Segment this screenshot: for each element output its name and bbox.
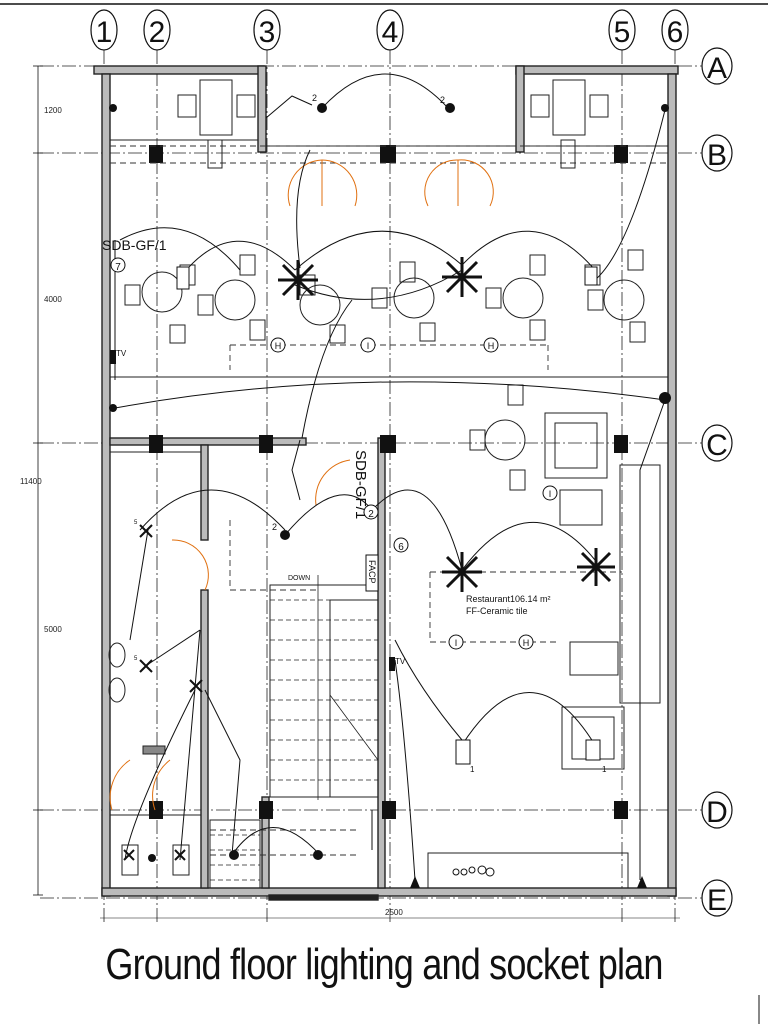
sdb1-circuit-number: 7 (115, 262, 121, 273)
dim-1200: 1200 (44, 106, 62, 115)
wiring-circuits (114, 73, 666, 881)
drawing-title: Ground floor lighting and socket plan (105, 940, 663, 989)
switch-icon (176, 266, 190, 290)
ceiling-dashed-lines (110, 145, 668, 856)
chandelier-icon (442, 257, 482, 297)
tv-outlet-icon (389, 657, 395, 671)
room-area-label: 106.14 m² (510, 594, 551, 604)
wall-light-icon (659, 392, 671, 404)
wall-light-icon (661, 104, 669, 112)
circuit-5-label: 5 (134, 520, 138, 526)
fixture-h-label: H (275, 341, 282, 351)
dim-5000: 5000 (44, 625, 62, 634)
grid-col-6-label: 6 (667, 16, 684, 49)
circuit-bubble (393, 537, 409, 553)
grid-col-4-label: 4 (382, 16, 399, 49)
sdb-label-center: SDB-GF/1 (352, 450, 369, 519)
chandelier-icon (278, 260, 318, 300)
tv-label: TV (395, 657, 406, 666)
stair-down-label: DOWN (288, 575, 310, 582)
facp-panel (365, 554, 379, 592)
floor-light-icon (410, 876, 420, 888)
light-fixtures (109, 103, 671, 888)
sdb2-circuit-number: 2 (368, 509, 374, 520)
circuit-bubble (363, 504, 379, 520)
chandelier-icon (442, 552, 482, 592)
dim-bottom: 2500 (385, 908, 403, 917)
grid-row-a-label: A (707, 52, 727, 85)
room-finish-label: FF-Ceramic tile (466, 606, 528, 616)
switches (176, 266, 601, 765)
grid-row-e-label: E (707, 884, 727, 917)
circuit-2-label: 2 (312, 93, 317, 103)
grid-column-bubbles: 1 2 3 4 5 6 (90, 9, 689, 51)
ceiling-light-icon (445, 103, 455, 113)
grid-col-2-label: 2 (149, 16, 166, 49)
chandelier-icon (577, 548, 615, 586)
switch-icon (584, 266, 598, 286)
tv-label: TV (116, 349, 127, 358)
tv-outlet-icon (110, 350, 116, 364)
circuit-2-label: 2 (440, 95, 445, 105)
circuit-2-label: 2 (272, 522, 277, 532)
ceiling-light-icon (148, 854, 156, 862)
wall-light-icon (109, 104, 117, 112)
doors (109, 159, 494, 811)
wall-light-icon (109, 404, 117, 412)
fixture-i-label: I (455, 638, 458, 648)
circuit-6-label: 6 (398, 542, 404, 553)
ceiling-light-icon (229, 850, 239, 860)
toilet-lights (123, 524, 203, 861)
grid-row-c-label: C (706, 429, 728, 462)
grid-col-3-label: 3 (259, 16, 276, 49)
ceiling-light-icon (280, 530, 290, 540)
grid-col-1-label: 1 (96, 16, 113, 49)
ceiling-light-icon (313, 850, 323, 860)
fixture-h-label: H (523, 638, 530, 648)
circuit-bubble (110, 257, 126, 273)
chandeliers (278, 257, 615, 592)
switch-icon (585, 739, 601, 761)
switch-icon (455, 739, 471, 765)
circuit-1-label: 1 (470, 765, 475, 774)
structural-columns (149, 145, 628, 819)
facp-label: FACP (367, 560, 377, 584)
circuit-5-label: 5 (134, 656, 138, 662)
dim-11400: 11400 (20, 477, 42, 486)
room-name-label: Restaurant (466, 594, 511, 604)
floor-light-icon (637, 876, 647, 888)
fixture-h-label: H (488, 341, 495, 351)
fixture-circles (270, 337, 558, 650)
grid-lines (40, 50, 702, 925)
dimension-left: 1200 4000 11400 5000 2500 (20, 65, 680, 919)
grid-row-b-label: B (707, 139, 727, 172)
sdb-label-top: SDB-GF/1 (102, 237, 167, 253)
dim-4000: 4000 (44, 295, 62, 304)
circuit-1-label: 1 (602, 765, 607, 774)
ceiling-light-icon (317, 103, 327, 113)
fixture-i-label: I (549, 489, 552, 499)
stair-treads (210, 575, 379, 881)
counter-items (452, 865, 495, 877)
grid-row-bubbles: A B C D E (701, 47, 733, 917)
walls (93, 65, 679, 901)
grid-col-5-label: 5 (614, 16, 631, 49)
grid-row-d-label: D (706, 796, 728, 829)
fixture-i-label: I (367, 341, 370, 351)
